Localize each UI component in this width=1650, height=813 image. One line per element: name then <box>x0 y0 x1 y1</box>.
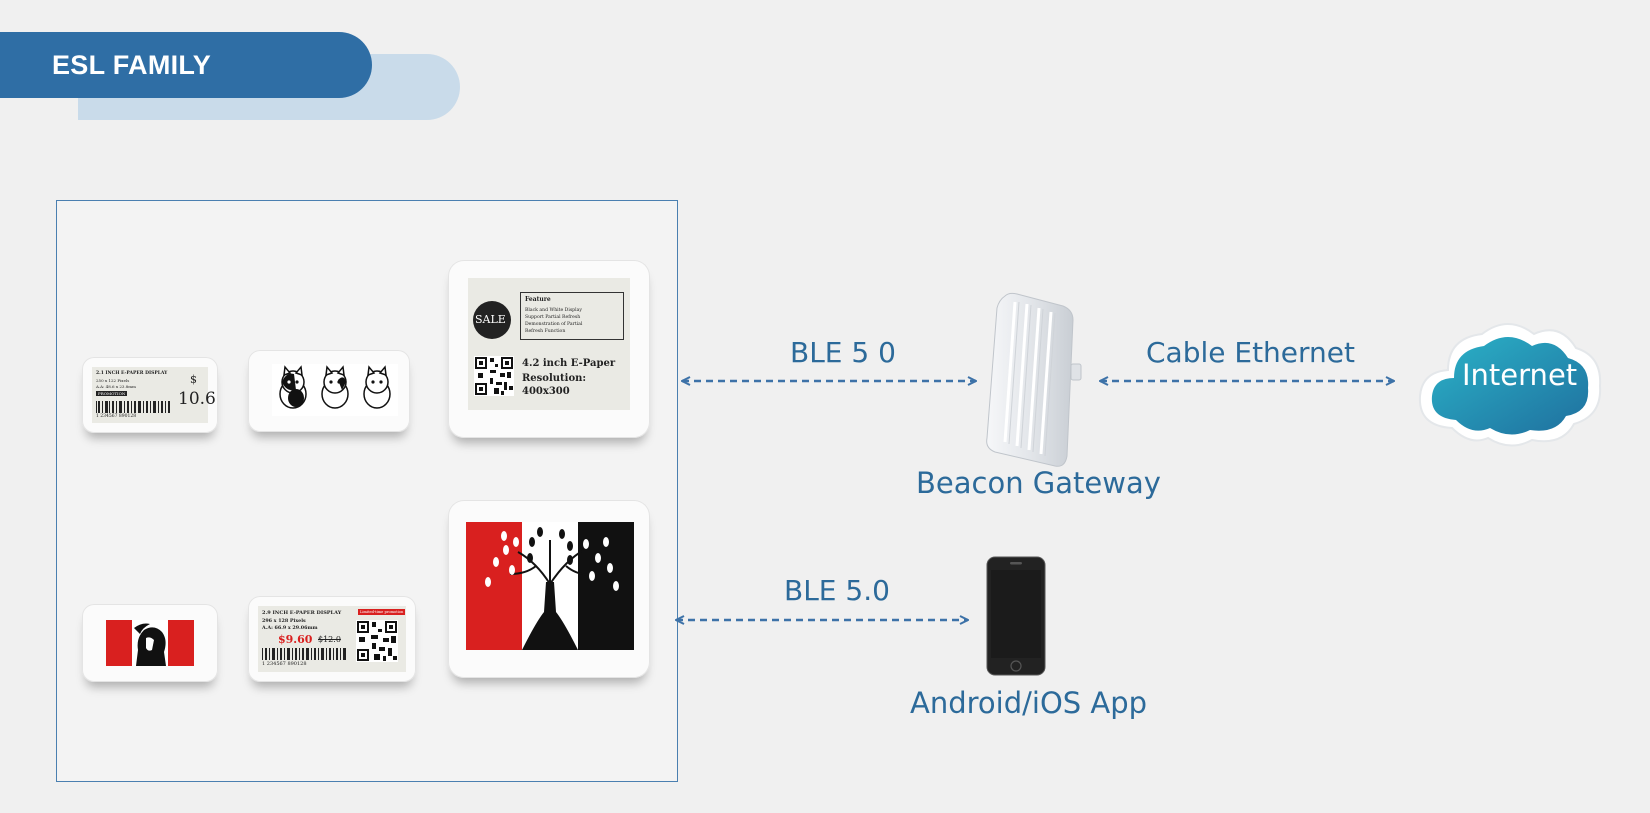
feature-line-2: Support Partial Refresh <box>525 315 581 320</box>
sale-badge <box>473 301 511 339</box>
tag-promo-badge: Limited-time promotion <box>358 609 406 615</box>
qr-code <box>474 356 514 396</box>
gateway-link-label: BLE 5 0 <box>790 336 896 369</box>
esl-tag-4-2-inch: SALE Feature Black and White Display Sup… <box>448 260 650 438</box>
tag-price: 10.6 <box>178 389 216 409</box>
portrait-image <box>132 620 168 666</box>
tag-old-price: $12.0 <box>318 635 341 644</box>
esl-tag-red-portrait <box>82 604 218 682</box>
sale-text: SALE <box>475 313 506 326</box>
tag-promo: PROMOTION <box>96 391 128 396</box>
gateway-label: Beacon Gateway <box>916 466 1161 500</box>
esl-tag-2-1-inch: 2.1 INCH E-PAPER DISPLAY 250 x 122 Pixel… <box>82 357 218 433</box>
esl-tag-2-9-inch: 2.9 INCH E-PAPER DISPLAY Limited-time pr… <box>248 596 416 682</box>
internet-link-label: Cable Ethernet <box>1146 336 1356 369</box>
app-label: Android/iOS App <box>910 686 1148 720</box>
model-name: 4.2 inch E-Paper <box>522 358 616 369</box>
esl-tag-cats <box>248 350 410 432</box>
tag-barcode-number: 1 234567 890128 <box>96 414 137 419</box>
tag-pixels: 250 x 122 Pixels <box>96 378 130 383</box>
page-title: ESL FAMILY <box>52 50 212 80</box>
resolution-label: Resolution: <box>522 373 587 384</box>
feature-line-3: Demonstration of Partial <box>525 322 583 327</box>
beacon-gateway-device <box>986 292 1082 467</box>
app-link-label: BLE 5.0 <box>784 574 890 607</box>
internet-label: Internet <box>1462 358 1578 392</box>
tag-heading: 2.9 INCH E-PAPER DISPLAY <box>262 610 342 616</box>
esl-tag-tree <box>448 500 650 678</box>
barcode <box>262 648 346 660</box>
tag-area: A.A: 66.9 x 29.06mm <box>262 625 318 631</box>
tag-barcode-number: 1 234567 890128 <box>262 661 307 667</box>
banner <box>0 32 372 98</box>
resolution-value: 400x300 <box>522 386 570 397</box>
cloud-icon <box>1418 323 1602 447</box>
feature-line-1: Black and White Display <box>525 308 582 313</box>
feature-title: Feature <box>525 296 551 303</box>
tree-image <box>466 522 634 650</box>
lucky-cats-image <box>279 365 391 409</box>
barcode <box>96 401 170 413</box>
tag-currency: $ <box>190 373 197 386</box>
qr-code <box>356 620 398 662</box>
feature-box <box>520 292 624 340</box>
tag-area: A.A: 48.6 x 23.8mm <box>96 384 136 389</box>
tag-heading: 2.1 INCH E-PAPER DISPLAY <box>96 371 168 376</box>
smartphone-icon <box>986 556 1046 676</box>
tag-pixels: 296 x 128 Pixels <box>262 618 306 624</box>
tag-price: $9.60 <box>278 633 313 646</box>
feature-line-4: Refresh Function <box>525 329 566 334</box>
